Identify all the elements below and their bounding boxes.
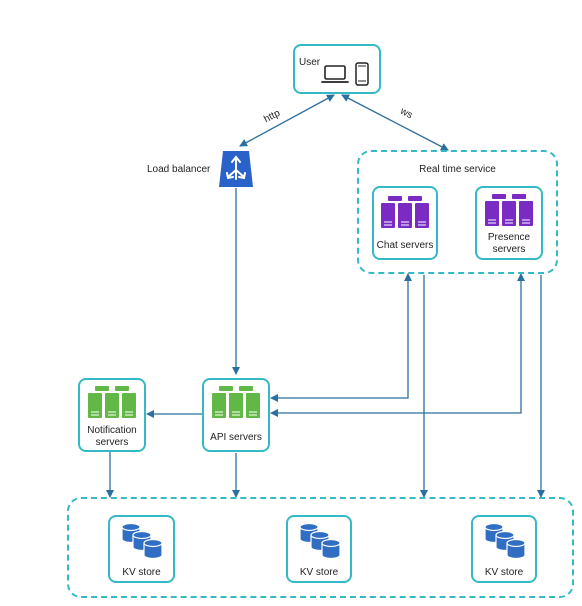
server-rack-icon <box>88 386 136 418</box>
user-label: User <box>299 57 321 68</box>
user-node[interactable]: User <box>293 44 381 94</box>
edge-api-chat <box>270 273 412 402</box>
database-icon <box>484 522 526 560</box>
kv-store-label: KV store <box>484 567 524 578</box>
notification-servers-label-line2: servers <box>95 437 129 448</box>
edge-user-lb <box>239 94 335 147</box>
database-icon <box>121 522 163 560</box>
presence-servers-label-line2: servers <box>492 244 526 255</box>
api-servers-label: API servers <box>210 432 262 443</box>
server-rack-icon <box>485 194 533 226</box>
kv-store-group <box>67 497 574 598</box>
kv-store-label: KV store <box>299 567 339 578</box>
presence-servers-label-line1: Presence <box>487 232 531 243</box>
real-time-service-group <box>357 150 558 274</box>
edge-user-rts <box>341 94 449 151</box>
presence-servers-node[interactable]: Presence servers <box>475 186 543 260</box>
kv-store-node[interactable]: KV store <box>471 515 537 583</box>
real-time-service-label: Real time service <box>419 164 496 175</box>
phone-icon <box>355 62 369 86</box>
server-rack-icon <box>381 196 429 228</box>
notification-servers-node[interactable]: Notification servers <box>78 378 146 452</box>
kv-store-node[interactable]: KV store <box>286 515 352 583</box>
database-icon <box>299 522 341 560</box>
load-balancer-icon[interactable] <box>218 150 254 188</box>
server-rack-icon <box>212 386 260 418</box>
edge-api-presence <box>270 273 525 417</box>
notification-servers-label-line1: Notification <box>87 425 137 436</box>
kv-store-label: KV store <box>122 567 161 578</box>
load-balancer-label: Load balancer <box>147 164 211 175</box>
laptop-icon <box>321 65 349 83</box>
chat-servers-node[interactable]: Chat servers <box>372 186 438 260</box>
kv-store-node[interactable]: KV store <box>108 515 175 583</box>
chat-servers-label: Chat servers <box>376 240 434 251</box>
api-servers-node[interactable]: API servers <box>202 378 270 452</box>
